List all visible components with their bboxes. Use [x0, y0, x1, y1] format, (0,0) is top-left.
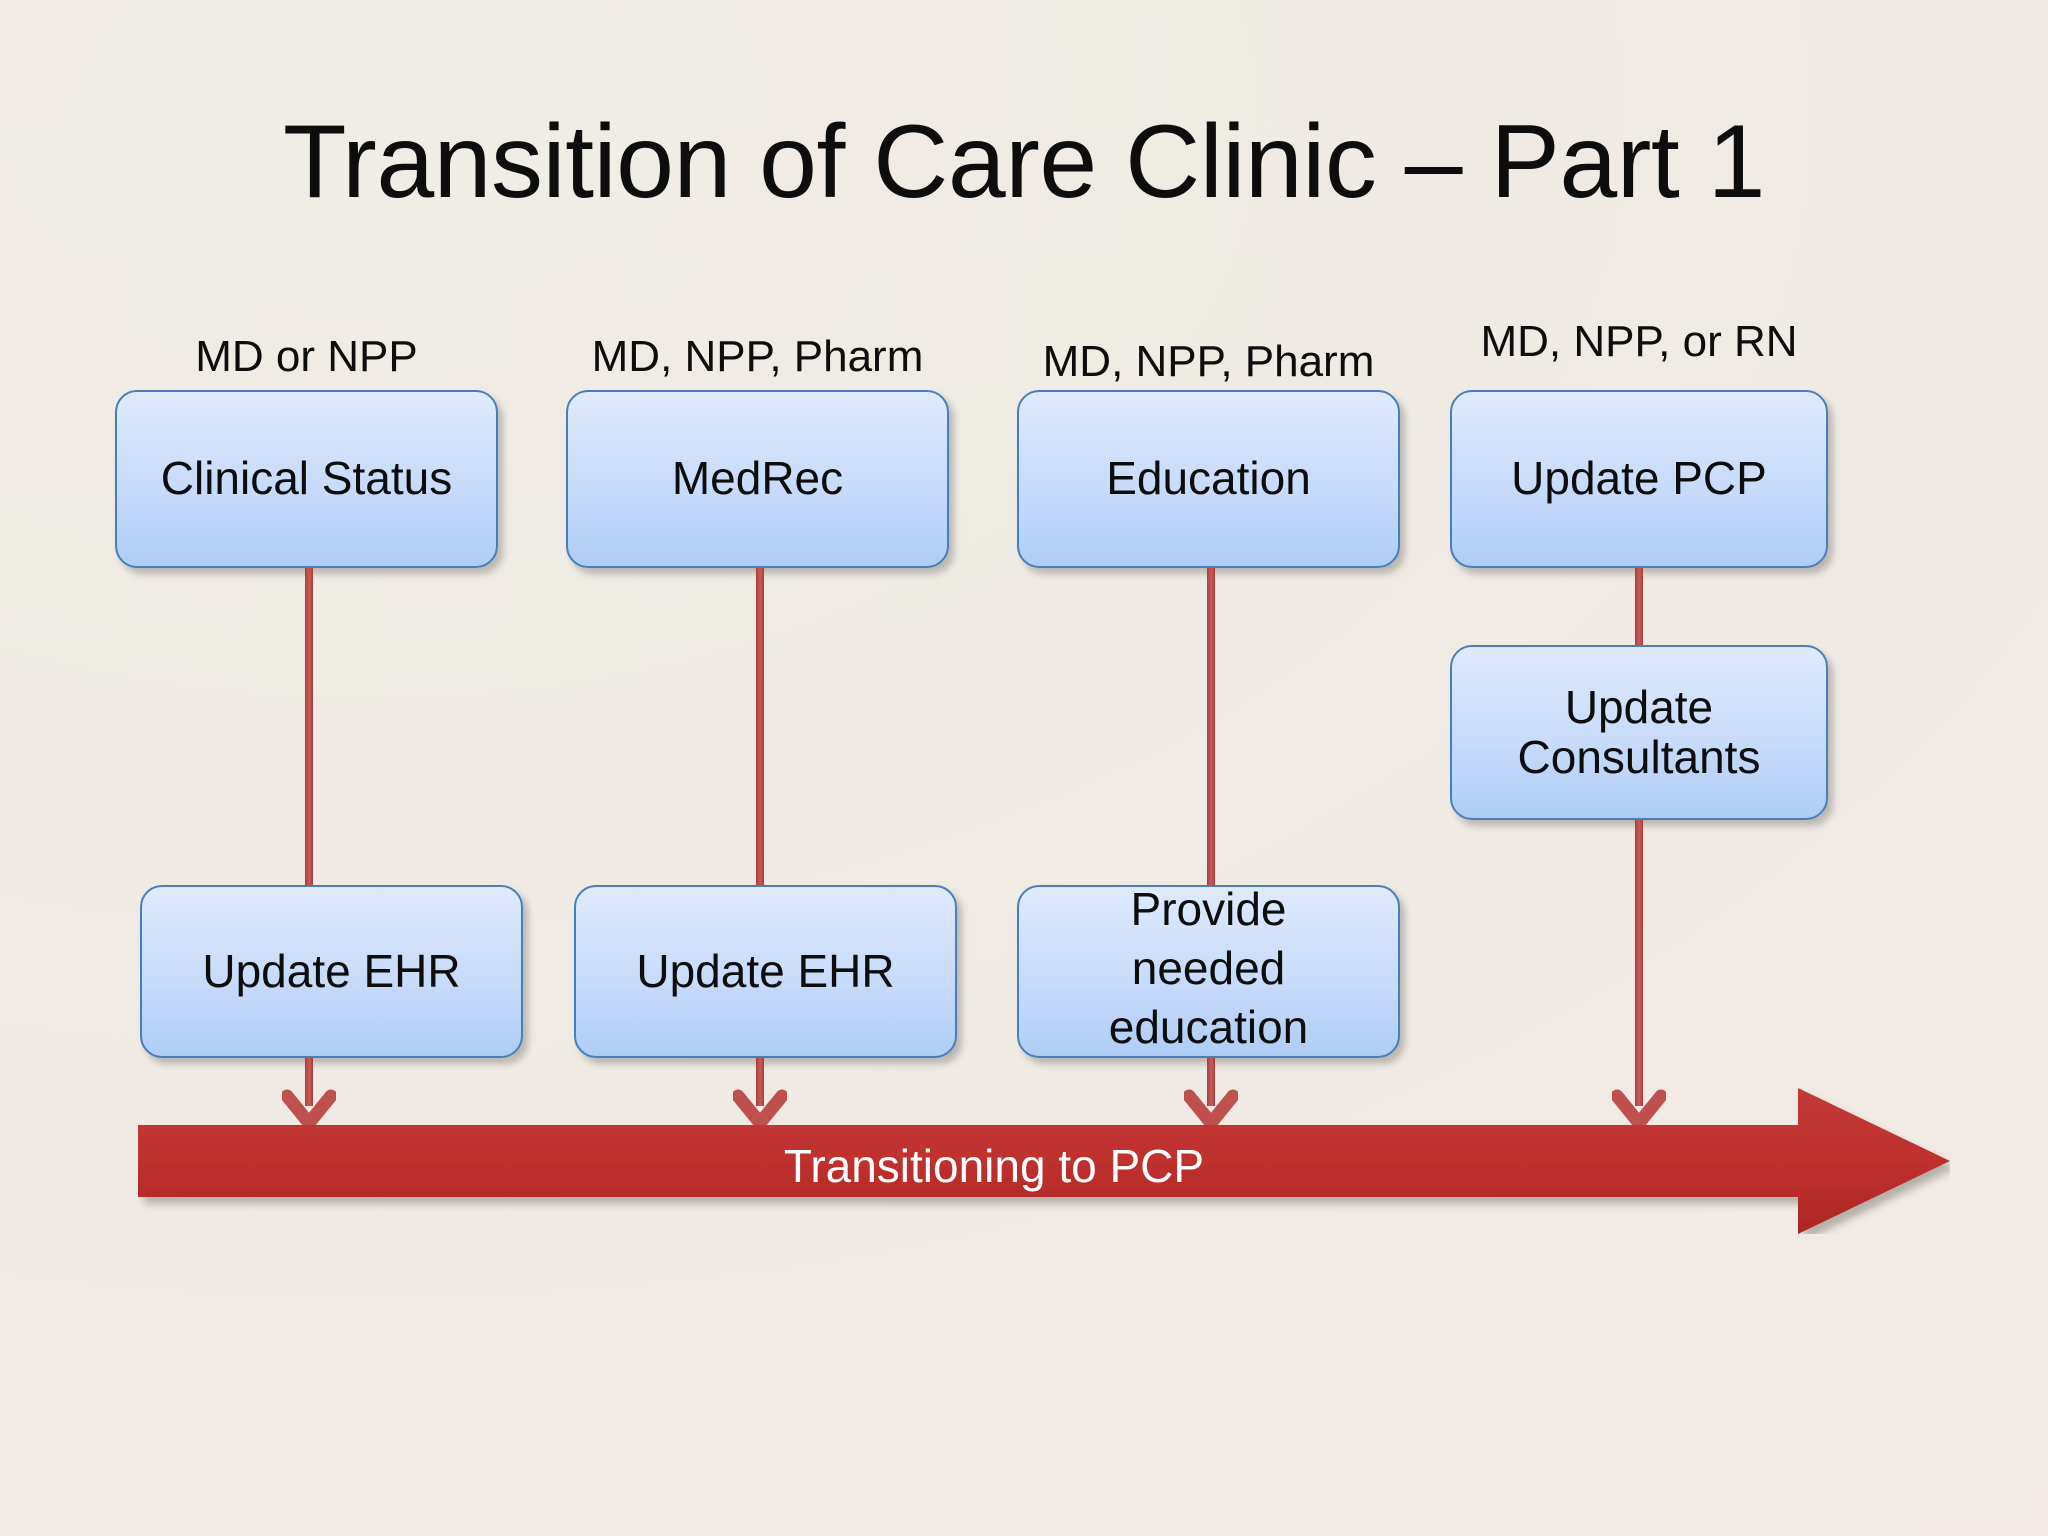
- connector-column-2-top: [756, 568, 764, 898]
- connector-column-2-bottom: [756, 1058, 764, 1106]
- process-box-provide-needed-education[interactable]: Provide needed education: [1017, 883, 1400, 1058]
- process-box-medrec[interactable]: MedRec: [566, 390, 949, 568]
- connector-column-1-top: [305, 568, 313, 898]
- page-title: Transition of Care Clinic – Part 1: [283, 104, 1765, 220]
- arrowhead-down-column-4: [1612, 1086, 1666, 1140]
- process-box-clinical-status[interactable]: Clinical Status: [115, 390, 498, 568]
- process-box-label: Update EHR: [636, 944, 895, 997]
- process-box-education[interactable]: Education: [1017, 390, 1400, 568]
- process-box-update-pcp[interactable]: Update PCP: [1450, 390, 1828, 568]
- process-box-label: Provide needed education: [1108, 883, 1309, 1053]
- process-box-label: Update Consultants: [1517, 680, 1761, 783]
- role-label-column-4: MD, NPP, or RN: [1480, 317, 1798, 366]
- role-label-column-3: MD, NPP, Pharm: [1042, 337, 1375, 386]
- connector-column-3-top: [1207, 568, 1215, 898]
- connector-column-1-bottom: [305, 1058, 313, 1106]
- process-box-update-ehr-1[interactable]: Update EHR: [140, 885, 523, 1058]
- process-box-label: Update PCP: [1511, 452, 1767, 505]
- arrowhead-down-column-3: [1184, 1086, 1238, 1140]
- process-box-label: Update EHR: [202, 944, 461, 997]
- process-box-update-ehr-2[interactable]: Update EHR: [574, 885, 957, 1058]
- connector-column-4-bottom: [1635, 820, 1643, 1106]
- transition-banner-arrow: [138, 1088, 1950, 1234]
- arrowhead-down-column-1: [282, 1086, 336, 1140]
- role-label-column-2: MD, NPP, Pharm: [591, 332, 924, 381]
- process-box-label: Education: [1106, 452, 1311, 505]
- connector-column-3-bottom: [1207, 1058, 1215, 1106]
- role-label-column-1: MD or NPP: [195, 332, 418, 381]
- connector-column-4-top: [1635, 568, 1643, 653]
- process-box-label: Clinical Status: [160, 452, 453, 505]
- process-box-label: MedRec: [671, 452, 844, 505]
- process-box-update-consultants[interactable]: Update Consultants: [1450, 645, 1828, 820]
- arrowhead-down-column-2: [733, 1086, 787, 1140]
